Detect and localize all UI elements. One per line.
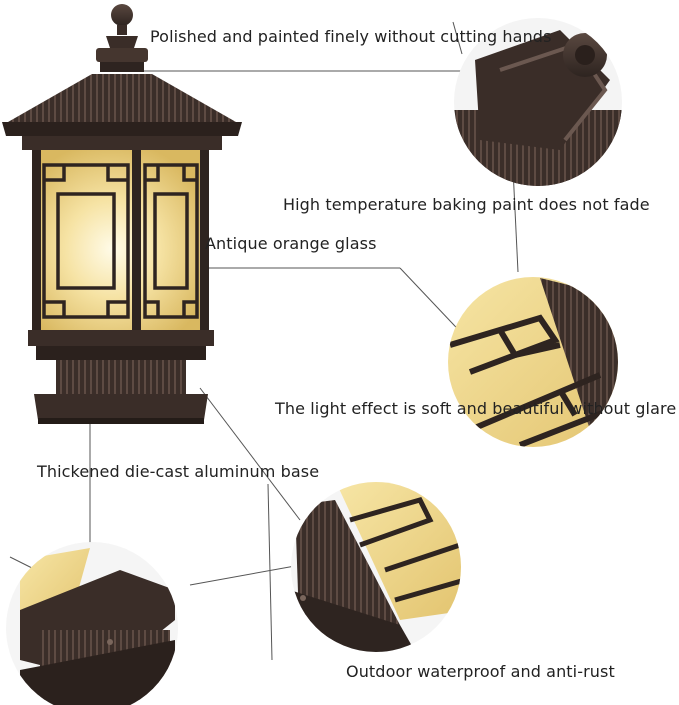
label-baking: High temperature baking paint does not f…	[283, 195, 650, 214]
detail-circle-glass	[448, 277, 618, 447]
detail-circle-bottom	[6, 542, 178, 705]
label-light: The light effect is soft and beautiful w…	[275, 399, 677, 418]
lantern-main	[2, 4, 242, 424]
label-glass: Antique orange glass	[205, 234, 377, 253]
label-waterproof: Outdoor waterproof and anti-rust	[346, 662, 615, 681]
label-base: Thickened die-cast aluminum base	[37, 462, 320, 481]
detail-circle-base	[291, 482, 461, 652]
label-polished: Polished and painted finely without cutt…	[150, 27, 552, 46]
